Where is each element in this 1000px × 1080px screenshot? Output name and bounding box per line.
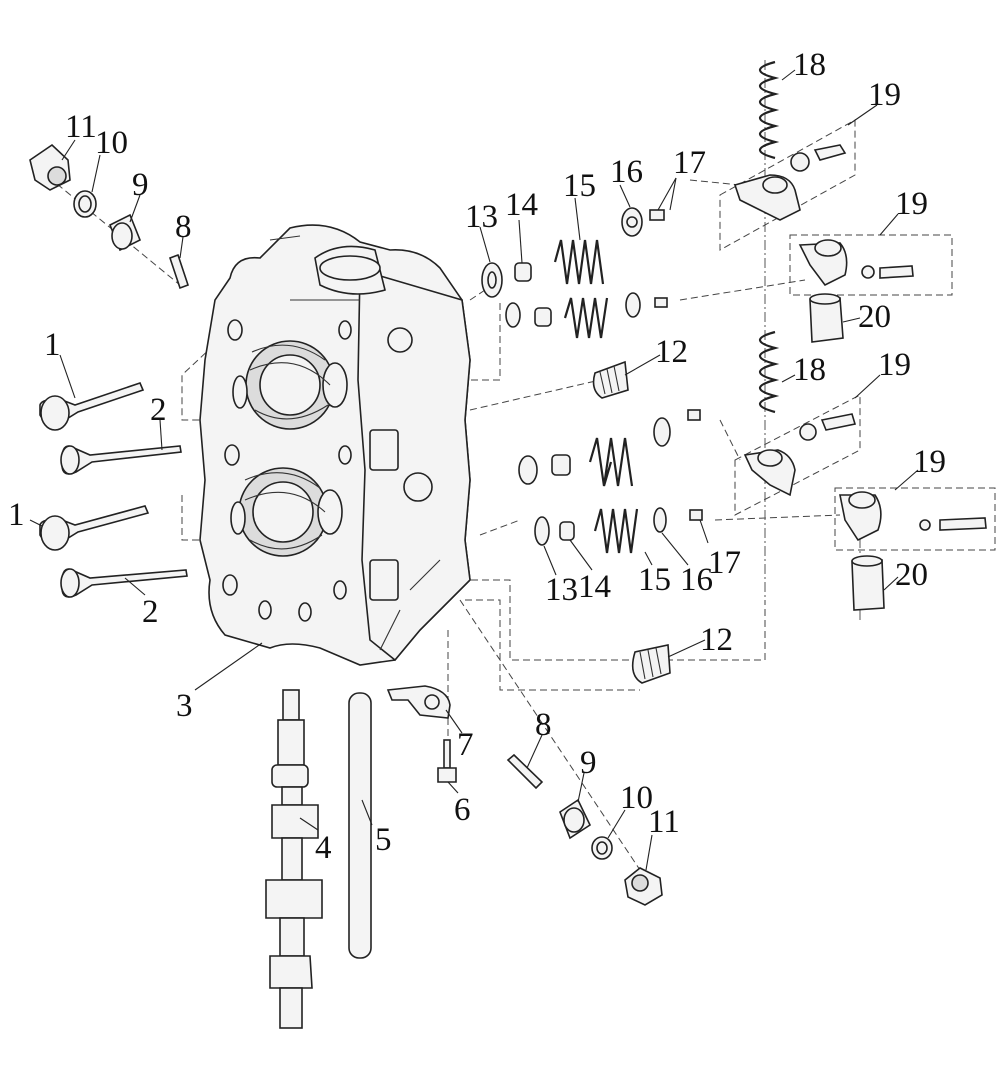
callout-8b: 8	[535, 707, 552, 743]
callout-12a: 12	[655, 334, 688, 370]
callout-labels: 1 1 2 2 3 4 5 6 7 8 8 9 9 10 10 11 11 12…	[8, 47, 946, 866]
callout-19d: 19	[913, 444, 946, 480]
callout-15b: 15	[638, 562, 671, 598]
intake-valve-upper	[39, 382, 145, 431]
callout-19c: 19	[878, 347, 911, 383]
sleeves	[809, 293, 885, 611]
exhaust-valve-upper	[60, 445, 182, 475]
callout-13a: 13	[465, 199, 498, 235]
callout-10a: 10	[95, 125, 128, 161]
rocker-arm-2	[798, 239, 914, 287]
callout-18b: 18	[793, 352, 826, 388]
rocker-arm-4	[839, 491, 987, 542]
callout-4: 4	[315, 830, 332, 866]
callout-9a: 9	[132, 167, 149, 203]
callout-10b: 10	[620, 780, 653, 816]
callout-13b: 13	[545, 572, 578, 608]
callout-20b: 20	[895, 557, 928, 593]
callout-2b: 2	[142, 594, 159, 630]
bolt	[437, 739, 457, 783]
callout-19b: 19	[895, 186, 928, 222]
callout-19a: 19	[868, 77, 901, 113]
tapered-plugs	[592, 360, 671, 684]
rocker-shaft	[348, 692, 372, 959]
callout-6: 6	[454, 792, 471, 828]
exhaust-valve-lower	[60, 568, 188, 598]
callout-12b: 12	[700, 622, 733, 658]
upper-left-hardware	[29, 143, 190, 290]
callout-9b: 9	[580, 745, 597, 781]
callout-15a: 15	[563, 168, 596, 204]
retainer-plate	[386, 685, 451, 719]
callout-17b: 17	[708, 545, 741, 581]
rocker-arm-1	[733, 144, 847, 221]
callout-8a: 8	[175, 209, 192, 245]
rocker-group-boxes	[719, 119, 996, 551]
cylinder-head	[199, 224, 471, 666]
callout-16b: 16	[680, 562, 713, 598]
callout-2a: 2	[150, 392, 167, 428]
valves	[39, 382, 188, 598]
callout-1a: 1	[44, 327, 61, 363]
callout-7: 7	[457, 727, 474, 763]
intake-valve-lower	[39, 505, 150, 551]
callout-11b: 11	[648, 804, 680, 840]
valve-spring-stacks	[481, 207, 703, 554]
callout-14b: 14	[578, 569, 611, 605]
rocker-arm-3	[743, 413, 857, 497]
leader-lines	[29, 69, 919, 871]
callout-20a: 20	[858, 299, 891, 335]
rocker-arms	[733, 144, 987, 542]
callout-3: 3	[176, 688, 193, 724]
callout-18a: 18	[793, 47, 826, 83]
callout-17a: 17	[673, 145, 706, 181]
camshaft	[265, 689, 323, 1029]
callout-11a: 11	[65, 109, 97, 145]
lower-right-hardware	[506, 753, 663, 906]
long-springs	[758, 60, 780, 414]
callout-5: 5	[375, 822, 392, 858]
callout-1b: 1	[8, 497, 25, 533]
callout-14a: 14	[505, 187, 538, 223]
callout-16a: 16	[610, 154, 643, 190]
